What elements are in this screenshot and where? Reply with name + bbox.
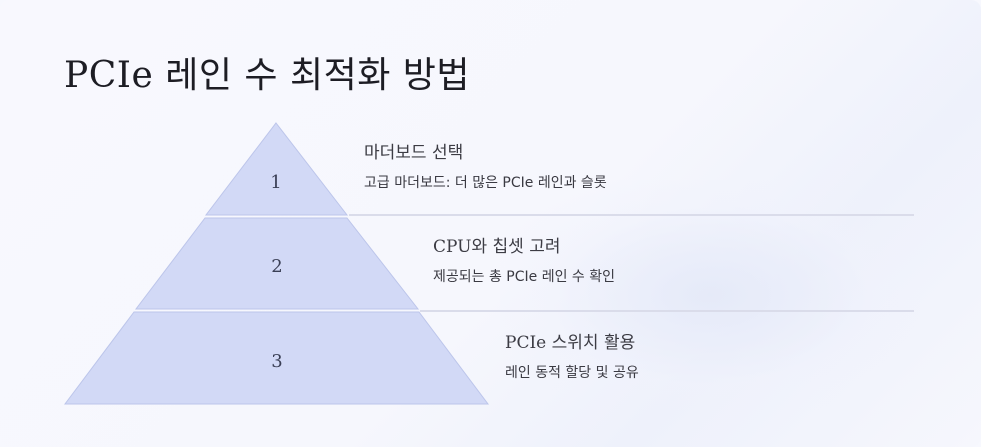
tier-1-number: 1 — [270, 172, 281, 193]
tier-1-label: 마더보드 선택 고급 마더보드: 더 많은 PCIe 레인과 슬롯 — [364, 142, 607, 193]
separator-line-1 — [349, 214, 914, 216]
tier-1-heading: 마더보드 선택 — [364, 143, 464, 163]
tier-3-number: 3 — [271, 351, 282, 372]
pyramid-tier-2: 2 — [134, 217, 420, 310]
page-title: PCIe 레인 수 최적화 방법 — [64, 55, 471, 96]
tier-3-heading: PCIe 스위치 활용 — [505, 333, 636, 353]
tier-2-label: CPU와 칩셋 고려 제공되는 총 PCIe 레인 수 확인 — [433, 236, 615, 287]
tier-3-label: PCIe 스위치 활용 레인 동적 할당 및 공유 — [505, 332, 639, 383]
separator-line-2 — [420, 310, 914, 312]
pyramid-tier-3: 3 — [64, 311, 489, 405]
tier-2-number: 2 — [271, 256, 282, 277]
tier-3-description: 레인 동적 할당 및 공유 — [505, 365, 639, 381]
tier-2-heading: CPU와 칩셋 고려 — [433, 237, 561, 257]
pyramid-tier-1: 1 — [204, 122, 349, 216]
tier-2-description: 제공되는 총 PCIe 레인 수 확인 — [433, 269, 616, 285]
tier-1-description: 고급 마더보드: 더 많은 PCIe 레인과 슬롯 — [364, 175, 607, 191]
